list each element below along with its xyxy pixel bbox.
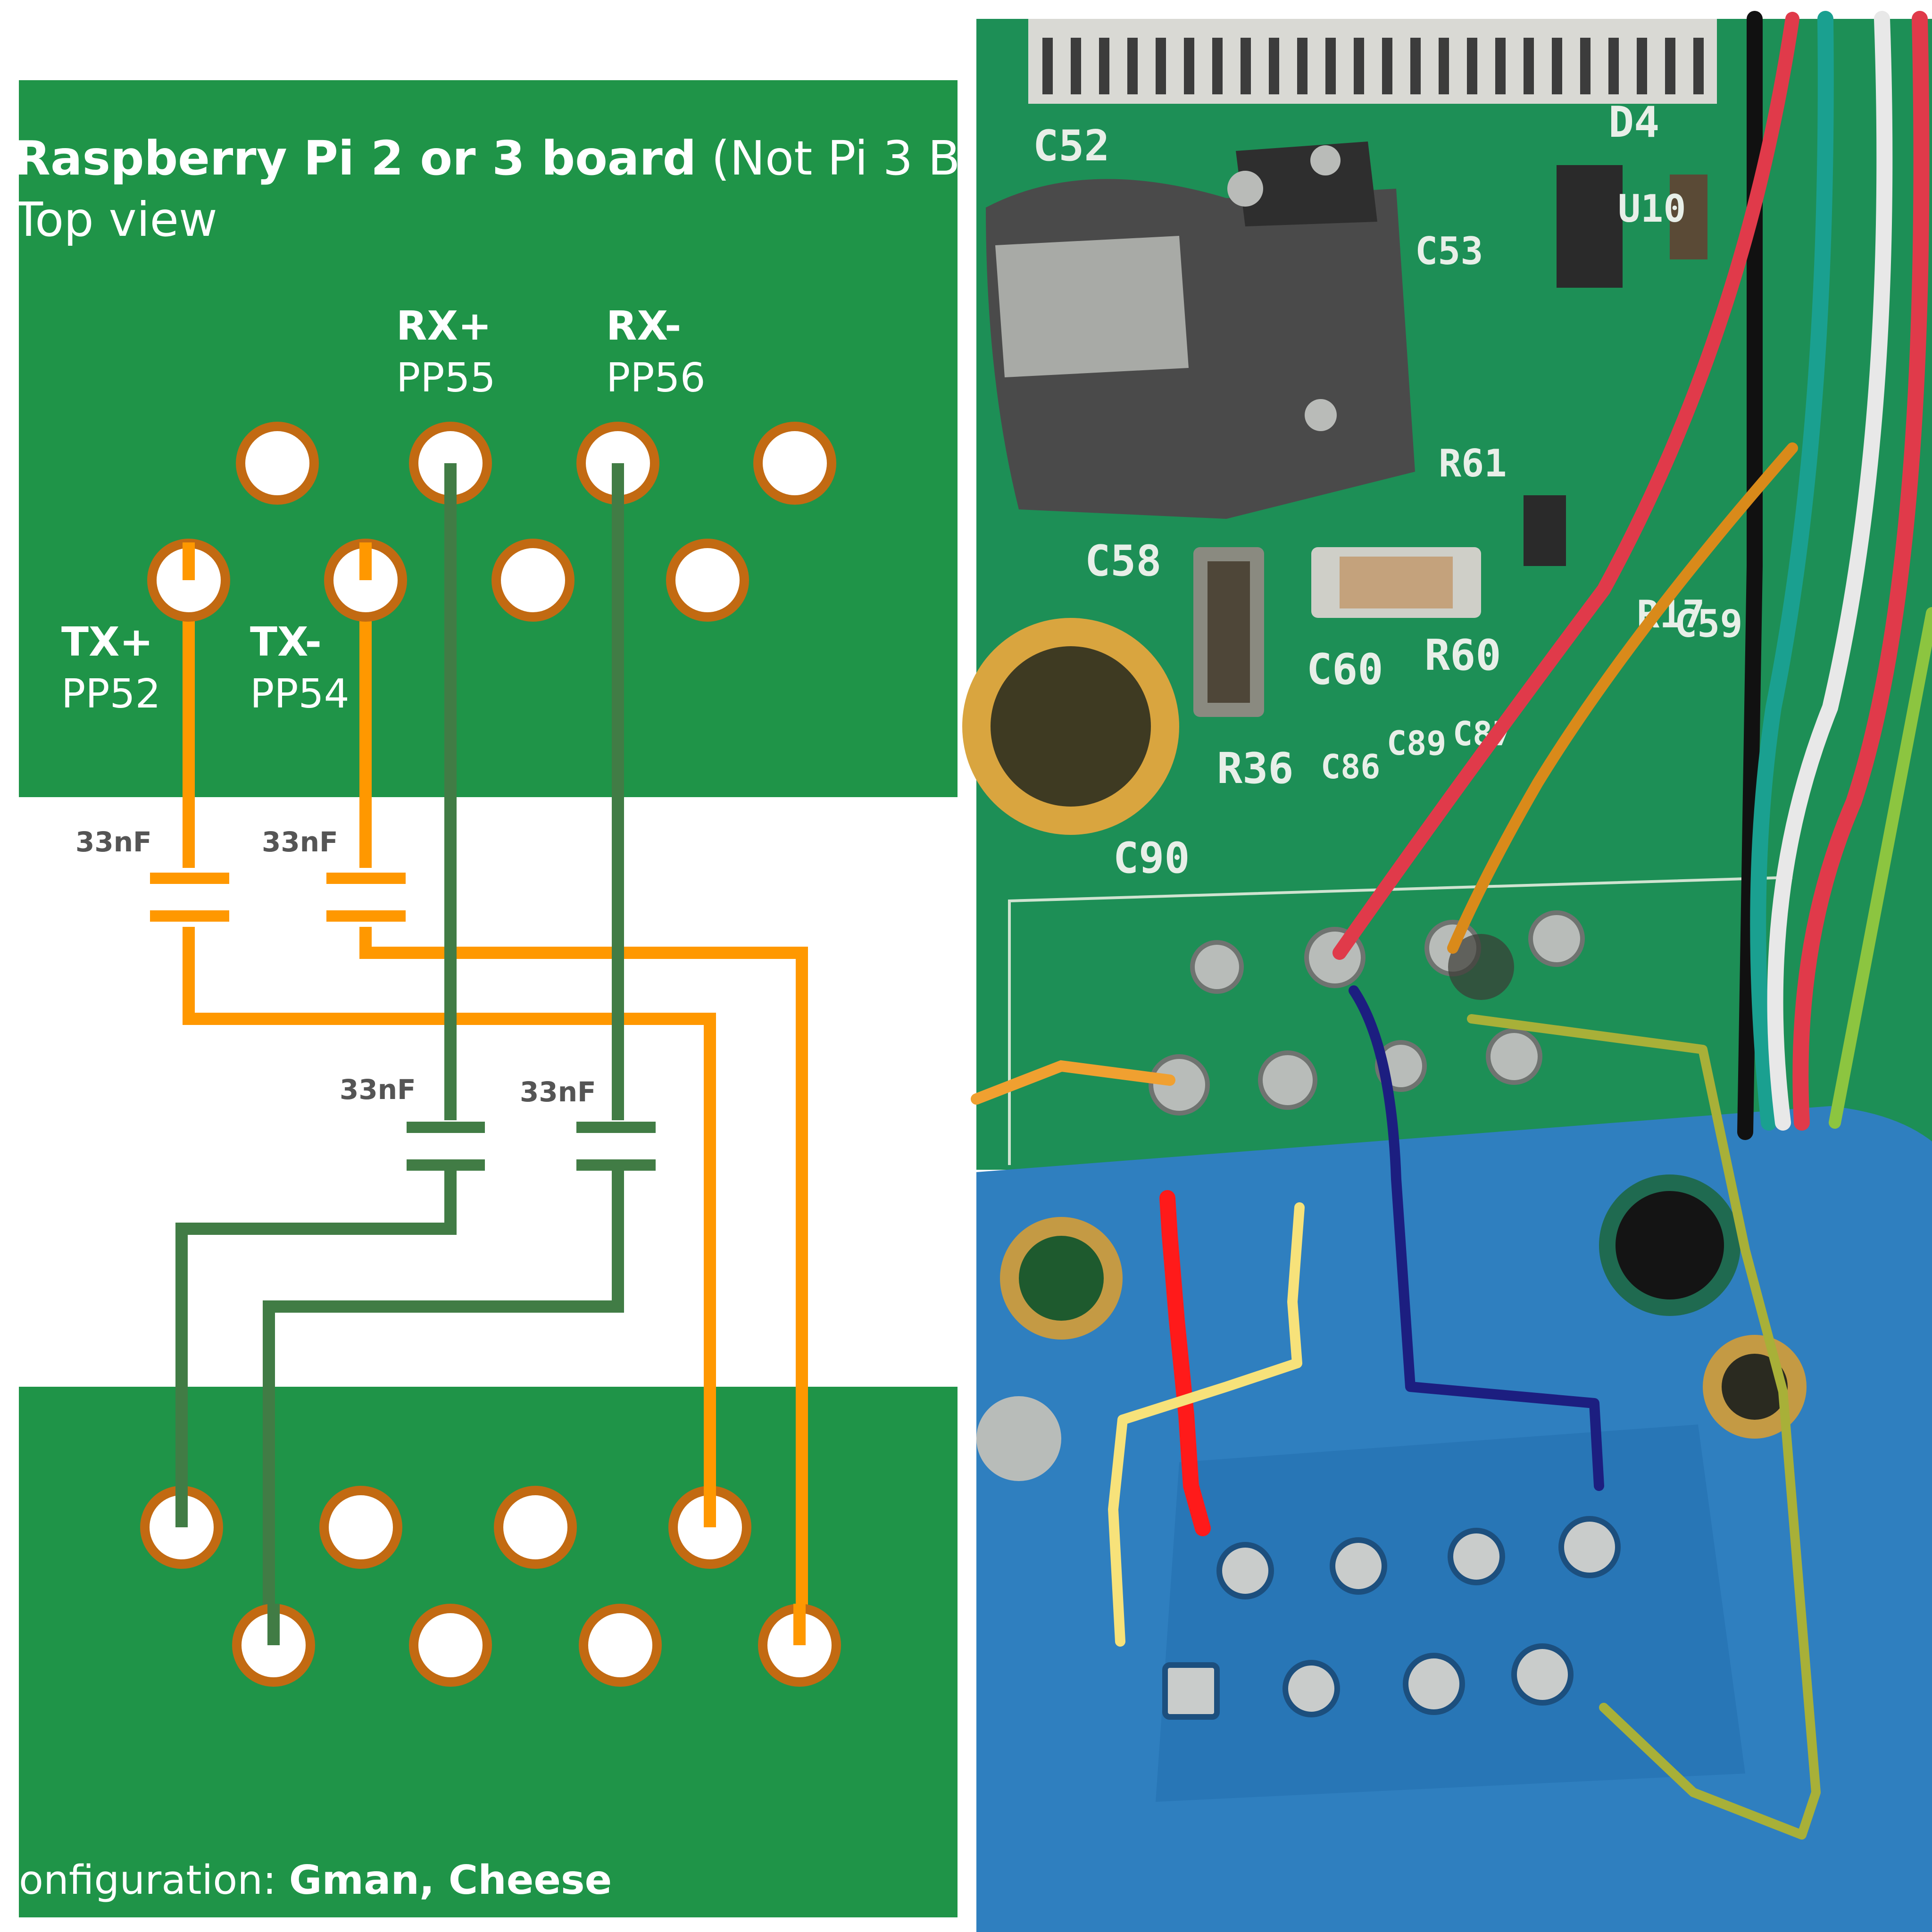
burnt-area bbox=[1236, 142, 1377, 226]
rx-minus-label: RX- bbox=[606, 303, 681, 350]
annotation-marks bbox=[1108, 985, 1821, 1840]
capacitor-label: 33nF bbox=[520, 1076, 596, 1108]
olive-mark bbox=[1467, 1014, 1821, 1840]
pad bbox=[409, 1604, 492, 1687]
metal-connector-plate bbox=[995, 236, 1189, 377]
capacitors bbox=[150, 873, 656, 1171]
adapter-solder bbox=[976, 1396, 1061, 1481]
silk-label: C52 bbox=[1033, 121, 1110, 171]
pin-header bbox=[1028, 19, 1717, 104]
silk-label: R61 bbox=[1439, 441, 1507, 485]
red-mark bbox=[1159, 1190, 1211, 1536]
rx-plus-label: RX+ bbox=[396, 303, 491, 350]
configuration-credit: onfiguration: Gman, Cheese bbox=[19, 1857, 612, 1904]
tx-plus-pad-label: PP52 bbox=[61, 671, 161, 717]
silk-label: U10 bbox=[1618, 187, 1686, 231]
teal-wire bbox=[1750, 11, 1834, 1131]
capacitor-label: 33nF bbox=[262, 826, 338, 858]
tx-plus-label: TX+ bbox=[61, 619, 153, 666]
rx-minus-trace-lower bbox=[263, 1170, 624, 1644]
smd-chip bbox=[1557, 165, 1623, 288]
silkscreen-outline bbox=[1008, 876, 1793, 1165]
solder-blob bbox=[1305, 399, 1337, 431]
adapter-hole bbox=[1616, 1191, 1724, 1299]
orange-wire bbox=[1447, 442, 1798, 954]
silk-label: C58 bbox=[1085, 536, 1162, 586]
burnt-flux bbox=[1448, 934, 1514, 1000]
adapter-board-shade bbox=[1156, 1424, 1745, 1802]
rx-plus-pad-label: PP55 bbox=[396, 355, 496, 401]
green-wire bbox=[1829, 607, 1932, 1129]
white-wire bbox=[1767, 11, 1893, 1131]
red-wire-right bbox=[1792, 11, 1930, 1131]
pad bbox=[236, 422, 319, 505]
pad bbox=[666, 539, 749, 622]
smd-capacitor-body bbox=[1208, 561, 1250, 703]
pad bbox=[491, 539, 575, 622]
traces bbox=[175, 467, 808, 1644]
mounting-hole bbox=[991, 646, 1151, 807]
pin-header-pins bbox=[1042, 38, 1704, 94]
diagram-subtitle: Top view bbox=[14, 192, 217, 247]
silk-label: R60 bbox=[1424, 631, 1501, 680]
silk-label: C60 bbox=[1307, 645, 1383, 694]
rx-minus-pad-label: PP56 bbox=[606, 355, 706, 401]
rx-plus-trace-lower bbox=[175, 1170, 457, 1521]
solder-blob bbox=[1310, 145, 1341, 175]
smd-capacitor-body bbox=[1340, 557, 1453, 608]
adapter-hole bbox=[1019, 1236, 1104, 1321]
diagram-title: Raspberry Pi 2 or 3 board (Not Pi 3 B+) bbox=[14, 131, 1018, 186]
tx-minus-capacitor bbox=[326, 873, 406, 922]
pad bbox=[494, 1486, 577, 1569]
tx-minus-pad-label: PP54 bbox=[250, 671, 350, 717]
yellow-mark bbox=[1108, 1202, 1305, 1647]
red-wire bbox=[1332, 12, 1799, 960]
navy-mark bbox=[1349, 985, 1604, 1491]
rx-minus-capacitor bbox=[576, 1122, 656, 1171]
silk-label: R36 bbox=[1217, 744, 1294, 793]
pad-trace-stubs bbox=[175, 463, 806, 1645]
tx-plus-capacitor bbox=[150, 873, 229, 922]
wires bbox=[971, 11, 1932, 1140]
pad bbox=[579, 1604, 662, 1687]
solder-blob bbox=[1227, 171, 1263, 207]
wiring-diagram: Raspberry Pi 2 or 3 board (Not Pi 3 B+) … bbox=[14, 80, 1018, 1917]
rx-plus-capacitor bbox=[407, 1122, 485, 1171]
smd-component bbox=[1670, 175, 1707, 259]
adapter-pads bbox=[1162, 1516, 1621, 1720]
capacitor-label: 33nF bbox=[340, 1074, 416, 1106]
silk-label: C90 bbox=[1113, 833, 1190, 883]
pad bbox=[753, 422, 836, 505]
silk-label: C89 bbox=[1387, 724, 1446, 763]
orange-wire-left bbox=[971, 1060, 1175, 1105]
pi-solder-joints bbox=[1149, 910, 1585, 1116]
capacitor-label: 33nF bbox=[75, 826, 152, 858]
silk-label: C59 bbox=[1674, 602, 1743, 646]
silk-label: D4 bbox=[1608, 98, 1659, 147]
board-photo: C52 D4 U10 C53 R61 C58 C60 R60 C59 R17 R… bbox=[962, 11, 1932, 1932]
smd-resistor bbox=[1524, 495, 1566, 566]
silk-label: C53 bbox=[1415, 229, 1483, 273]
adapter-hole bbox=[1722, 1354, 1788, 1420]
pad bbox=[319, 1486, 402, 1569]
tx-minus-label: TX- bbox=[250, 619, 322, 666]
silk-label: C86 bbox=[1321, 748, 1380, 786]
tx-minus-trace-lower bbox=[359, 927, 808, 1644]
